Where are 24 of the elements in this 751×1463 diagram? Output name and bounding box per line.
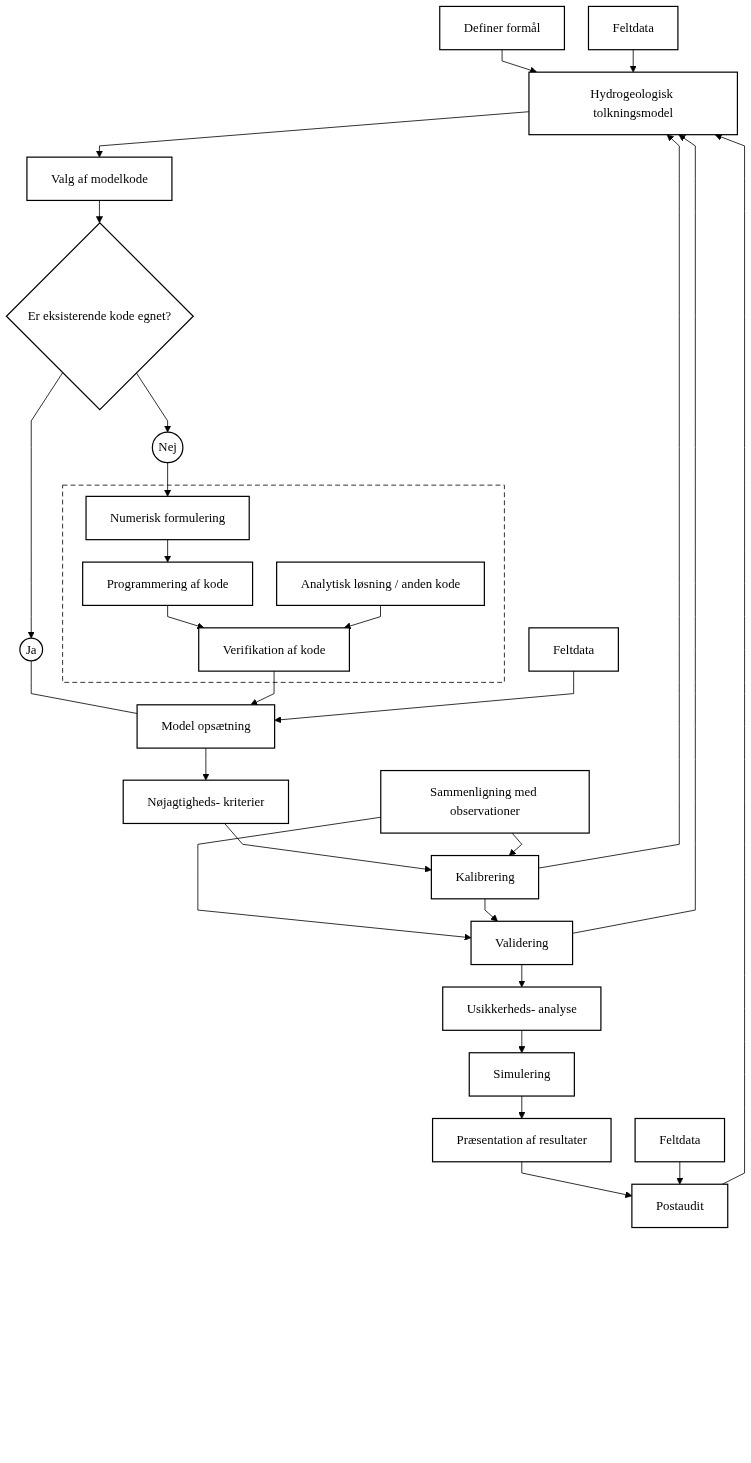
node-diamond: Er eksisterende kode egnet? [5, 222, 195, 411]
node-box: Hydrogeologisk tolkningsmodel [528, 71, 738, 136]
node-box: Kalibrering [430, 854, 540, 900]
cluster [62, 484, 505, 683]
node-box: Model opsætning [136, 704, 276, 749]
connector [30, 660, 138, 714]
node-circle: Nej [151, 431, 184, 464]
node-box: Definer formål [439, 5, 565, 51]
node-box: Postaudit [631, 1183, 729, 1229]
node-box: Numerisk formulering [85, 495, 250, 541]
node-box: Usikkerheds- analyse [442, 986, 602, 1031]
node-box: Feltdata [528, 627, 619, 672]
node-box: Verifikation af kode [198, 627, 350, 672]
node-box: Simulering [468, 1052, 575, 1097]
node-circle: Ja [19, 637, 44, 662]
node-box: Nøjagtigheds- kriterier [122, 779, 290, 825]
node-box: Præsentation af resultater [431, 1117, 612, 1163]
node-box: Programmering af kode [82, 561, 254, 606]
node-box: Sammenligning med observationer [380, 769, 590, 834]
node-box: Analytisk løsning / anden kode [276, 561, 485, 606]
node-box: Feltdata [587, 5, 679, 51]
node-box: Validering [470, 920, 574, 966]
node-box: Valg af modelkode [26, 156, 173, 202]
node-box: Feltdata [634, 1117, 726, 1163]
